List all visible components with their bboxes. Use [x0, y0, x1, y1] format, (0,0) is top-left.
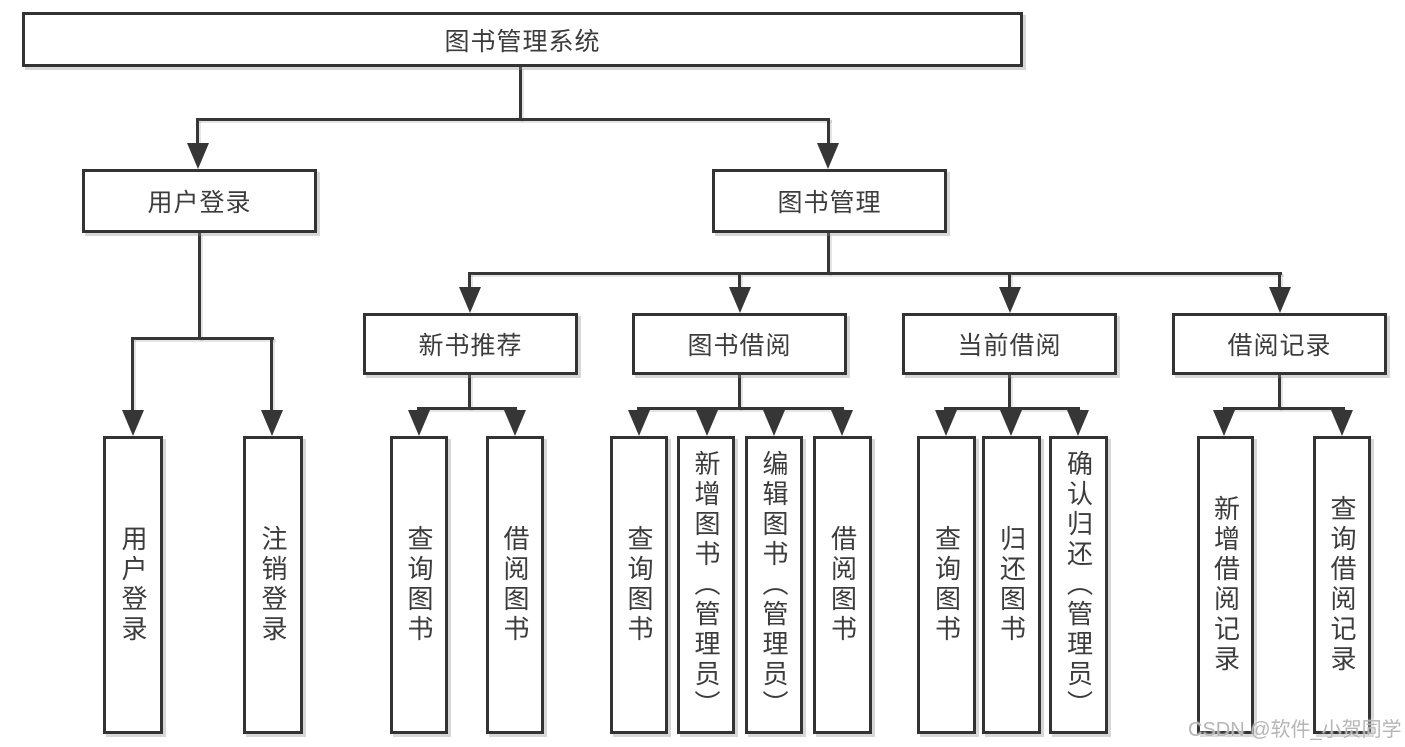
node-label: 注销登录	[258, 525, 288, 645]
arrow-down-icon	[1000, 410, 1022, 436]
connector-mgmt-drop-4	[1278, 272, 1281, 289]
connector-login-branch	[131, 337, 274, 340]
connector-borrow-stem	[738, 375, 741, 409]
arrow-down-icon	[763, 410, 785, 436]
connector-record-stem	[1278, 375, 1281, 409]
leaf-current-query-books: 查询图书	[917, 436, 976, 734]
arrow-down-icon	[504, 410, 526, 436]
leaf-borrow-edit-books-admin: 编辑图书（管理员）	[745, 436, 803, 734]
node-label: 新书推荐	[418, 332, 523, 360]
node-label: 用户登录	[147, 189, 252, 217]
leaf-logout: 注销登录	[243, 436, 303, 734]
node-label: 新增借阅记录	[1210, 495, 1241, 675]
node-current-borrow: 当前借阅	[902, 313, 1117, 375]
connector-mgmt-drop-1	[468, 272, 471, 289]
leaf-borrow-add-books-admin: 新增图书（管理员）	[677, 436, 735, 734]
arrow-down-icon	[1269, 287, 1291, 313]
arrow-down-icon	[935, 410, 957, 436]
leaf-record-query-borrow-record: 查询借阅记录	[1313, 436, 1371, 734]
arrow-down-icon	[122, 410, 144, 436]
watermark-text: CSDN @软件_小贺同学	[1188, 719, 1402, 741]
node-label: 图书管理	[777, 189, 882, 217]
node-library-system: 图书管理系统	[22, 12, 1023, 67]
arrow-down-icon	[831, 410, 853, 436]
connector-management-branch	[468, 272, 1282, 275]
node-label: 查询图书	[404, 525, 434, 645]
leaf-newbook-borrow-books: 借阅图书	[486, 436, 544, 734]
connector-record-branch	[1223, 407, 1345, 410]
connector-borrow-branch	[637, 407, 844, 410]
node-new-book-recommend: 新书推荐	[363, 313, 578, 375]
connector-newbook-branch	[417, 407, 517, 410]
node-label: 借阅图书	[500, 525, 530, 645]
node-label: 图书借阅	[687, 332, 792, 360]
connector-stem-to-management	[827, 118, 830, 146]
arrow-down-icon	[817, 143, 839, 169]
connector-root-branch	[196, 118, 830, 121]
node-label: 借阅图书	[827, 525, 858, 645]
connector-newbook-stem	[468, 375, 471, 409]
connector-login-drop-1	[131, 337, 134, 411]
leaf-borrow-query-books: 查询图书	[610, 436, 668, 734]
node-label: 确认归还（管理员）	[1063, 450, 1094, 720]
arrow-down-icon	[1067, 410, 1089, 436]
connector-stem-to-login	[196, 118, 199, 146]
node-label: 查询图书	[624, 525, 654, 645]
leaf-current-confirm-return-admin: 确认归还（管理员）	[1049, 436, 1108, 734]
arrow-down-icon	[187, 143, 209, 169]
leaf-newbook-query-books: 查询图书	[390, 436, 448, 734]
node-label: 当前借阅	[957, 332, 1062, 360]
node-label: 归还图书	[996, 525, 1027, 645]
node-label: 新增图书（管理员）	[691, 450, 721, 720]
connector-management-stem	[827, 233, 830, 274]
arrow-down-icon	[628, 410, 650, 436]
arrow-down-icon	[408, 410, 430, 436]
node-label: 查询借阅记录	[1327, 495, 1357, 675]
connector-current-stem	[1008, 375, 1011, 409]
arrow-down-icon	[1213, 410, 1235, 436]
leaf-record-add-borrow-record: 新增借阅记录	[1197, 436, 1254, 734]
connector-mgmt-drop-3	[1008, 272, 1011, 289]
node-book-borrow: 图书借阅	[632, 313, 847, 375]
node-label: 用户登录	[118, 525, 148, 645]
node-label: 图书管理系统	[444, 27, 601, 56]
arrow-down-icon	[696, 410, 718, 436]
connector-mgmt-drop-2	[738, 272, 741, 289]
leaf-borrow-borrow-books: 借阅图书	[813, 436, 872, 734]
node-label: 借阅记录	[1227, 332, 1332, 360]
connector-login-stem	[198, 233, 201, 339]
node-user-login: 用户登录	[82, 169, 317, 233]
node-label: 编辑图书（管理员）	[759, 450, 789, 720]
node-label: 查询图书	[931, 525, 962, 645]
arrow-down-icon	[999, 287, 1021, 313]
arrow-down-icon	[261, 410, 283, 436]
connector-current-branch	[944, 407, 1080, 410]
arrow-down-icon	[1331, 410, 1353, 436]
node-book-management: 图书管理	[712, 169, 947, 233]
node-borrow-records: 借阅记录	[1172, 313, 1387, 375]
connector-root-stem	[519, 67, 522, 120]
arrow-down-icon	[729, 287, 751, 313]
leaf-user-login: 用户登录	[103, 436, 163, 734]
leaf-current-return-books: 归还图书	[982, 436, 1041, 734]
arrow-down-icon	[459, 287, 481, 313]
connector-login-drop-2	[270, 337, 273, 411]
